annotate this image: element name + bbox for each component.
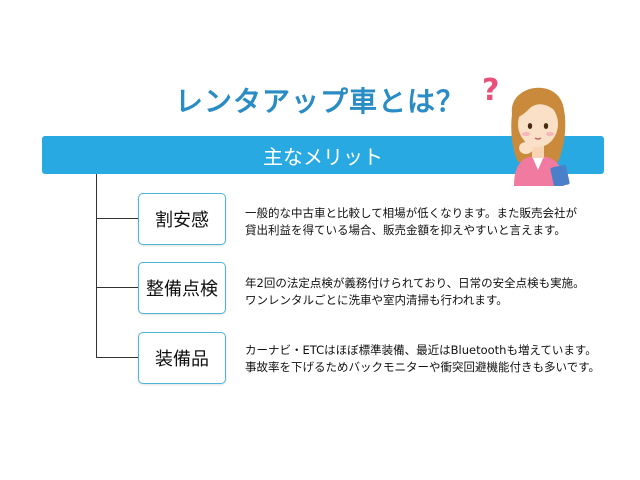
merit-description: カーナビ・ETCはほぼ標準装備、最近はBluetoothも増えています。 事故率… <box>245 342 625 376</box>
merits-header: 主なメリット <box>42 136 604 174</box>
merit-description-line: ワンレンタルごとに洗車や室内清掃も行われます。 <box>245 293 508 307</box>
merits-header-label: 主なメリット <box>263 144 383 169</box>
merit-box-label: 整備点検 <box>146 279 218 300</box>
question-mark-icon: ? <box>482 73 499 108</box>
merit-description-line: 一般的な中古車と比較して相場が低くなります。また販売会社が <box>245 206 578 220</box>
merit-description-line: 貸出利益を得ている場合、販売金額を抑えやすいと言えます。 <box>245 223 566 237</box>
merit-box-maintenance: 整備点検 <box>138 262 226 314</box>
tree-branch-line <box>96 287 138 288</box>
tree-trunk-line <box>96 174 97 357</box>
page-title: レンタアップ車とは？ <box>174 85 465 118</box>
merit-box-value: 割安感 <box>138 193 226 245</box>
tree-branch-line <box>96 218 138 219</box>
merit-description: 年2回の法定点検が義務付けられており、日常の安全点検も実施。 ワンレンタルごとに… <box>245 275 625 309</box>
merit-description-line: カーナビ・ETCはほぼ標準装備、最近はBluetoothも増えています。 <box>245 343 597 357</box>
merit-box-label: 装備品 <box>155 349 209 370</box>
merit-description-line: 事故率を下げるためバックモニターや衝突回避機能付きも多いです。 <box>245 360 601 374</box>
merit-description-line: 年2回の法定点検が義務付けられており、日常の安全点検も実施。 <box>245 276 585 290</box>
tree-branch-line <box>96 357 138 358</box>
merit-box-label: 割安感 <box>155 210 209 231</box>
merit-box-equipment: 装備品 <box>138 332 226 384</box>
thinking-woman-illustration: ? <box>482 73 570 186</box>
merit-description: 一般的な中古車と比較して相場が低くなります。また販売会社が 貸出利益を得ている場… <box>245 205 625 239</box>
